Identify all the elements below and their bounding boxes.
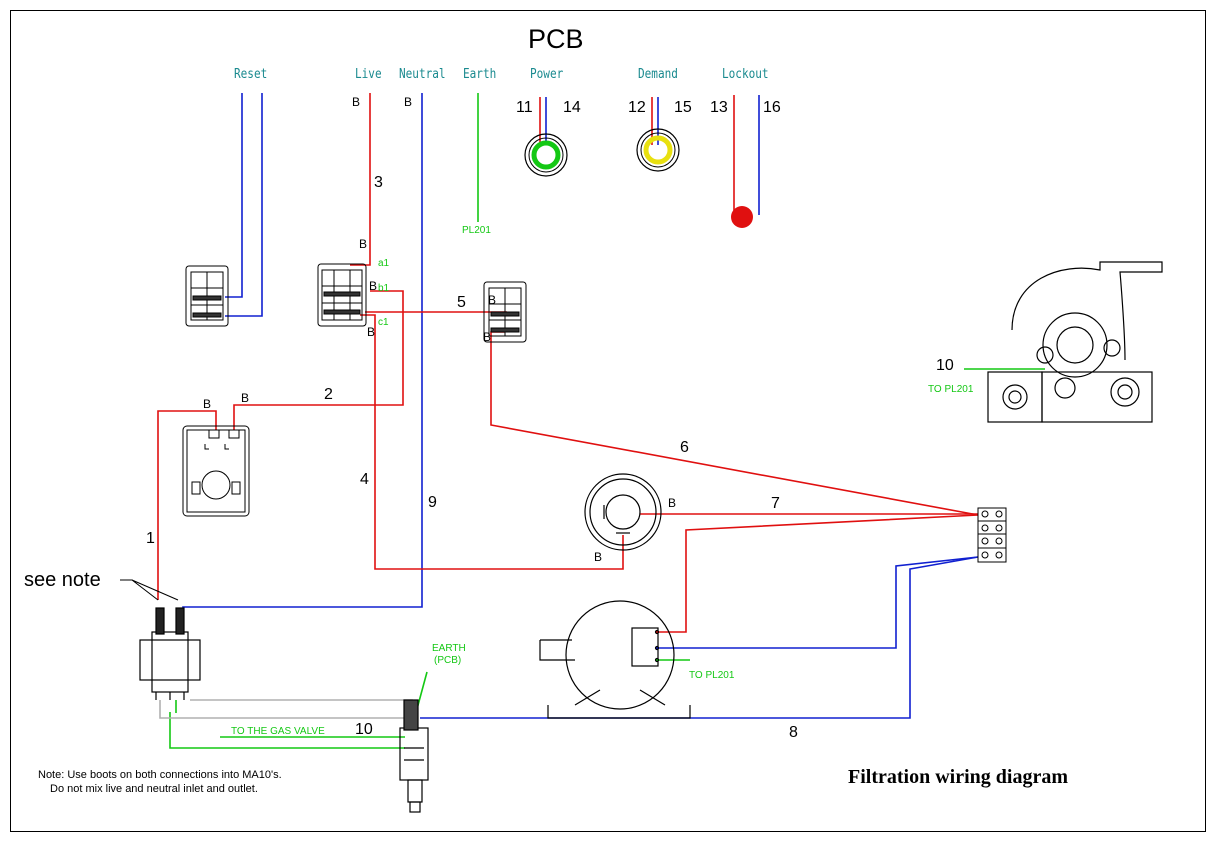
terminal-b-switch-top: B (359, 237, 368, 251)
grey-wire-1 (159, 700, 405, 719)
terminal-b-live: B (352, 95, 361, 109)
label-lockout: Lockout (722, 67, 769, 82)
power-lamp (524, 133, 568, 177)
live-wire-3 (350, 93, 371, 266)
terminal-b-thermostat-1: B (203, 397, 212, 411)
wire-number-10-burner: 10 (936, 357, 954, 374)
contact-a1: a1 (378, 258, 390, 269)
terminal-b-pump-2: B (594, 550, 603, 564)
grey-wire-2 (190, 699, 413, 718)
terminal-b-switch5-top: B (488, 293, 497, 307)
terminal-b-neutral: B (404, 95, 413, 109)
switch-5 (483, 281, 527, 343)
wire-2 (233, 290, 404, 430)
diagram-frame (10, 10, 1206, 832)
wire-number-1: 1 (146, 530, 155, 547)
wire-number-2: 2 (324, 386, 333, 403)
label-pl201: PL201 (462, 225, 491, 236)
terminal-b-pump-1: B (668, 496, 677, 510)
main-switch (317, 263, 367, 327)
label-power: Power (530, 67, 564, 82)
burner-blower (987, 261, 1163, 423)
wire-number-7: 7 (771, 495, 780, 512)
see-note-leader (120, 579, 179, 601)
wire-4 (360, 314, 624, 570)
pin-16: 16 (763, 99, 781, 116)
label-earth-pcb-1: EARTH (432, 643, 466, 654)
reset-wire-2 (225, 93, 263, 317)
label-to-pl201-motor: TO PL201 (689, 670, 735, 681)
note-line-1: Note: Use boots on both connections into… (38, 769, 282, 781)
label-to-gas-valve: TO THE GAS VALVE (231, 726, 325, 737)
label-to-pl201-burner: TO PL201 (928, 384, 974, 395)
wire-1 (157, 410, 217, 600)
pressure-switch (399, 699, 429, 813)
pcb-title: PCB (528, 24, 584, 54)
demand-lamp (636, 128, 680, 172)
lockout-led (731, 206, 753, 228)
terminal-block (977, 507, 1007, 563)
wire-number-6: 6 (680, 439, 689, 456)
label-demand: Demand (638, 67, 678, 82)
wire-6 (490, 331, 979, 516)
note-line-2: Do not mix live and neutral inlet and ou… (50, 783, 258, 795)
wire-8 (420, 556, 979, 719)
pin-11: 11 (516, 99, 533, 116)
reset-wire-1 (225, 93, 243, 298)
wire-number-10-gas: 10 (355, 721, 373, 738)
label-live: Live (355, 67, 382, 82)
motor-live-wire (657, 514, 979, 633)
terminal-b-switch-bottom: B (367, 325, 376, 339)
terminal-b-switch5-bottom: B (483, 330, 492, 344)
diagram-title: Filtration wiring diagram (848, 766, 1068, 788)
see-note-label: see note (24, 569, 101, 591)
neutral-wire-9 (182, 93, 423, 632)
label-earth: Earth (463, 67, 497, 82)
wire-number-5: 5 (457, 294, 466, 311)
contact-c1: c1 (378, 317, 389, 328)
thermostat (182, 425, 250, 517)
terminal-b-thermostat-2: B (241, 391, 250, 405)
wire-number-4: 4 (360, 471, 369, 488)
pump (584, 473, 662, 551)
pin-14: 14 (563, 99, 581, 116)
wire-number-8: 8 (789, 724, 798, 741)
label-earth-pcb-2: (PCB) (434, 655, 462, 666)
reset-switch (185, 265, 229, 327)
wire-number-3: 3 (374, 174, 383, 191)
wire-number-9: 9 (428, 494, 437, 511)
motor (539, 600, 691, 719)
pin-15: 15 (674, 99, 692, 116)
pin-13: 13 (710, 99, 728, 116)
motor-neutral-wire (657, 556, 979, 649)
label-neutral: Neutral (399, 67, 446, 82)
gas-valve-earth-wire (169, 700, 405, 749)
inlet-filter (139, 607, 201, 700)
contact-b1: b1 (378, 283, 390, 294)
label-reset: Reset (234, 67, 268, 82)
terminal-b-switch-mid: B (369, 279, 378, 293)
pin-12: 12 (628, 99, 646, 116)
